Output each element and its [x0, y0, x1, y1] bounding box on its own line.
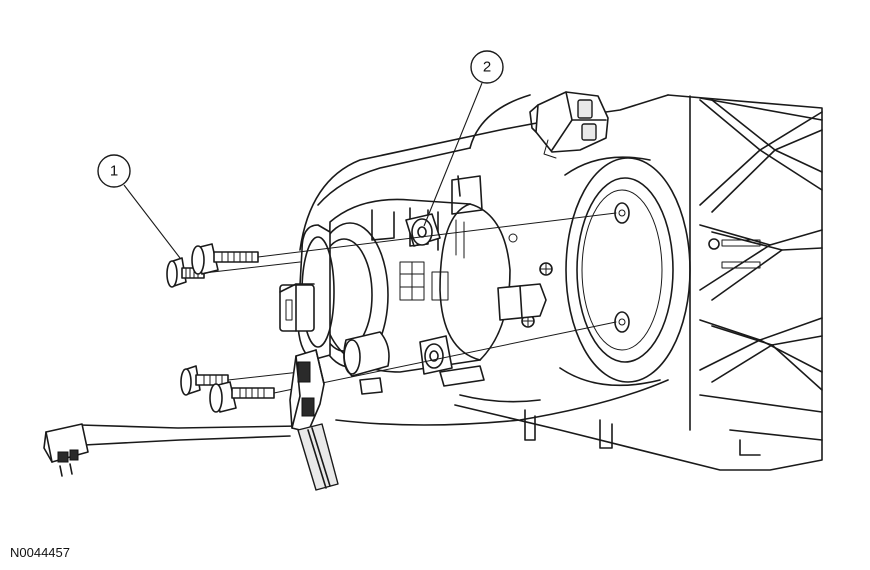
- figure-reference-code: N0044457: [10, 545, 70, 560]
- wiring-harness: [43, 423, 301, 477]
- callout-2: 2: [423, 50, 504, 227]
- switch-module: [279, 175, 547, 395]
- alignment-lines: [203, 212, 617, 394]
- mounting-bracket: [454, 94, 823, 471]
- callout-1: 1: [97, 154, 181, 259]
- bolt-lower-right: [209, 381, 275, 413]
- wiring-connector-top: [529, 91, 609, 159]
- wiring-connector-lower: [289, 349, 339, 491]
- bolt-upper-right: [191, 243, 259, 275]
- callout-2-label: 2: [483, 59, 491, 76]
- bolt-lower-left: [180, 365, 229, 396]
- callout-1-label: 1: [110, 163, 118, 180]
